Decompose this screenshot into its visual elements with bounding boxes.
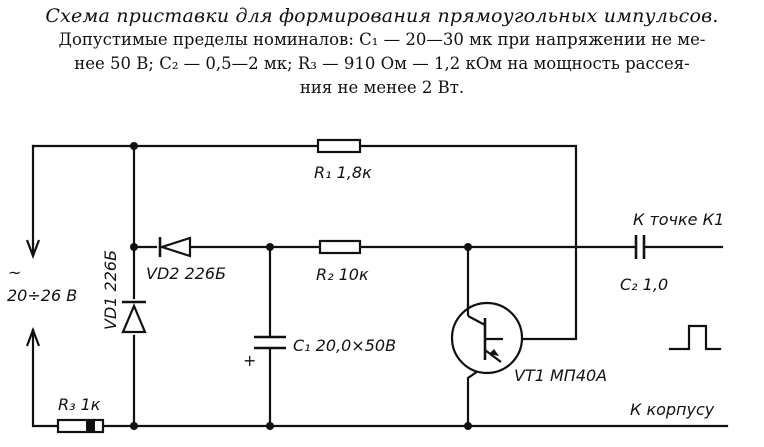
label-r1: R₁ 1,8к [314, 163, 372, 182]
caption: Схема приставки для формирования прямоуг… [0, 4, 764, 100]
resistor-r3 [56, 418, 105, 434]
diode-vd2 [158, 236, 192, 258]
diode-vd1 [121, 300, 147, 334]
label-r3: R₃ 1к [58, 395, 101, 414]
pulse-waveform-icon [668, 324, 722, 351]
label-c2: C₂ 1,0 [620, 275, 668, 294]
label-c1: C₁ 20,0×50В [293, 336, 396, 355]
label-c1-polarity: + [243, 351, 256, 370]
label-vt1: VT1 МП40А [514, 366, 607, 385]
label-vd1: VD1 226Б [101, 250, 120, 330]
caption-line-3: ния не менее 2 Вт. [299, 78, 465, 97]
caption-title: Схема приставки для формирования прямоуг… [45, 5, 719, 27]
label-ac-symbol: ~ [8, 263, 21, 282]
capacitor-c2 [634, 235, 646, 259]
supply-input-bottom-arrow [25, 326, 41, 347]
junction-dots [130, 142, 472, 430]
caption-line-1: Допустимые пределы номиналов: C₁ — 20—30… [58, 30, 706, 49]
label-to-k1: К точке К1 [633, 210, 724, 229]
resistor-r2 [318, 239, 362, 255]
label-to-case: К корпусу [630, 400, 715, 419]
supply-input-top-arrow [25, 239, 41, 260]
label-supply-voltage: 20÷26 В [7, 286, 77, 305]
label-vd2: VD2 226Б [146, 264, 226, 283]
label-r2: R₂ 10к [316, 265, 369, 284]
capacitor-c1 [254, 335, 286, 350]
resistor-r1 [316, 138, 362, 154]
transistor-vt1 [450, 301, 524, 375]
caption-line-2: нее 50 В; C₂ — 0,5—2 мк; R₃ — 910 Ом — 1… [74, 54, 690, 73]
